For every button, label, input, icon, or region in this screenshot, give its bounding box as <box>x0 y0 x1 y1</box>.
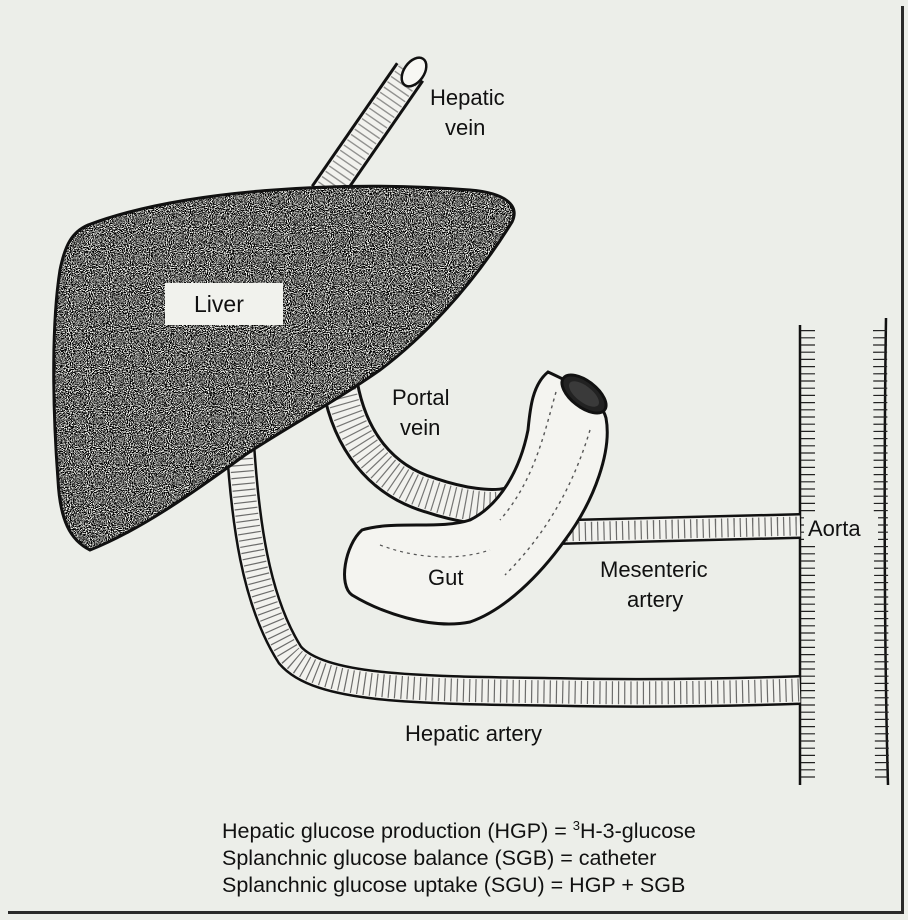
aorta-label: Aorta <box>808 516 861 541</box>
liver-label: Liver <box>194 291 244 317</box>
legend-row-hgp-tracer: H-3-glucose <box>580 819 696 843</box>
hepatic-vein-label-1: Hepatic <box>430 85 505 110</box>
legend-row-hgp-text: Hepatic glucose production (HGP) = <box>222 819 573 843</box>
hepatic-vein <box>325 53 431 195</box>
mesenteric-artery-vessel <box>560 526 800 532</box>
hepatic-artery-label: Hepatic artery <box>405 721 542 746</box>
mesenteric-artery-label-1: Mesenteric <box>600 557 708 582</box>
legend-row-sgb: Splanchnic glucose balance (SGB) = cathe… <box>222 845 882 872</box>
legend-row-hgp: Hepatic glucose production (HGP) = 3H-3-… <box>222 818 882 845</box>
legend-block: Hepatic glucose production (HGP) = 3H-3-… <box>222 818 882 899</box>
legend-row-hgp-superscript: 3 <box>573 818 580 833</box>
gut-label: Gut <box>428 565 463 590</box>
aorta-vessel <box>800 318 888 785</box>
mesenteric-artery-label-2: artery <box>627 587 683 612</box>
portal-vein-label-2: vein <box>400 415 440 440</box>
legend-row-sgu: Splanchnic glucose uptake (SGU) = HGP + … <box>222 872 882 899</box>
portal-vein-label-1: Portal <box>392 385 449 410</box>
hepatic-vein-label-2: vein <box>445 115 485 140</box>
